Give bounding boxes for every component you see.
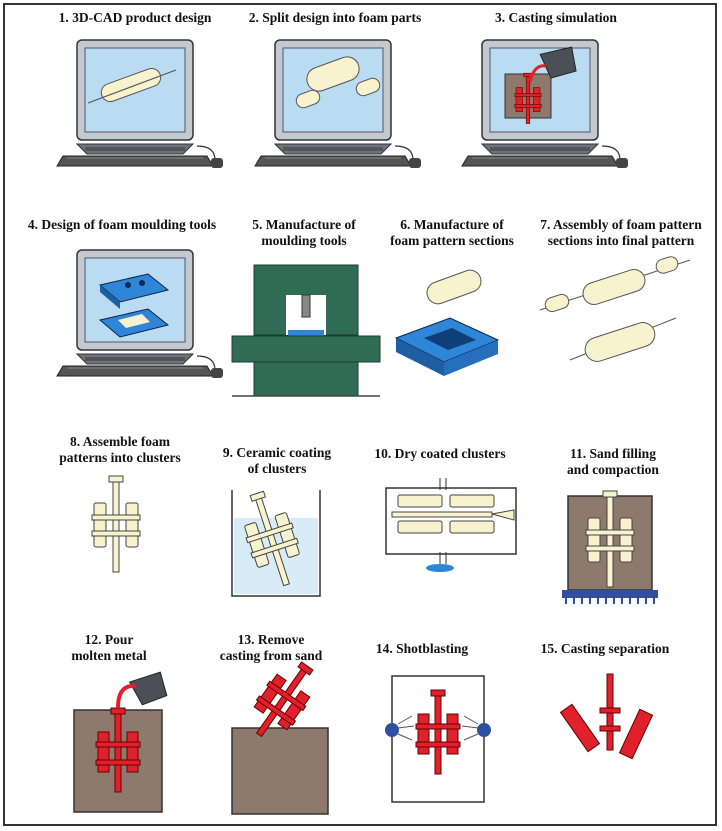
step-1-line-1: 1. 3D-CAD product design xyxy=(58,10,212,25)
step-2-label: 2. Split design into foam parts xyxy=(232,10,438,26)
step-9-line-1: 9. Ceramic coating xyxy=(222,445,332,460)
step-13-remove xyxy=(231,652,329,815)
step-5-line-1: 5. Manufacture of xyxy=(252,217,356,232)
diagram-frame xyxy=(3,3,717,826)
step-3-line-1: 3. Casting simulation xyxy=(495,10,617,25)
step-7-line-1: 7. Assembly of foam pattern xyxy=(540,217,702,232)
step-12-line-2: molten metal xyxy=(71,648,147,663)
step-10-line-1: 10. Dry coated clusters xyxy=(374,446,506,461)
step-5-line-2: moulding tools xyxy=(261,233,347,248)
step-9-line-2: of clusters xyxy=(247,461,307,476)
step-8-foam-cluster xyxy=(91,475,141,573)
step-12-pour xyxy=(73,668,171,813)
step-10-label: 10. Dry coated clusters xyxy=(352,446,528,462)
step-14-shotblast xyxy=(385,675,491,803)
step-5-press xyxy=(231,264,381,397)
step-11-sand-box xyxy=(562,490,658,604)
step-15-separation xyxy=(559,673,654,760)
step-13-line-2: casting from sand xyxy=(219,648,323,663)
step-12-line-1: 12. Pour xyxy=(84,632,134,647)
step-14-line-1: 14. Shotblasting xyxy=(375,641,469,656)
step-6-foam-and-tool xyxy=(394,269,500,376)
step-15-label: 15. Casting separation xyxy=(520,641,690,657)
step-7-line-2: sections into final pattern xyxy=(547,233,695,248)
step-3-computer xyxy=(461,39,629,169)
step-9-ceramic-tank xyxy=(231,485,321,597)
step-6-line-2: foam pattern sections xyxy=(390,233,514,248)
step-7-assembly xyxy=(539,256,691,362)
step-14-label: 14. Shotblasting xyxy=(350,641,494,657)
step-6-line-1: 6. Manufacture of xyxy=(400,217,504,232)
step-2-computer xyxy=(254,39,422,169)
step-3-label: 3. Casting simulation xyxy=(468,10,644,26)
step-8-line-1: 8. Assemble foam xyxy=(69,434,171,449)
step-11-line-1: 11. Sand filling xyxy=(570,446,656,461)
step-15-line-1: 15. Casting separation xyxy=(540,641,670,656)
step-11-line-2: and compaction xyxy=(567,462,659,477)
step-1-computer xyxy=(56,39,224,169)
step-10-dryer xyxy=(385,478,517,572)
step-8-line-2: patterns into clusters xyxy=(59,450,181,465)
step-4-line-1: 4. Design of foam moulding tools xyxy=(27,217,217,232)
step-4-label: 4. Design of foam moulding tools xyxy=(8,217,236,233)
step-1-label: 1. 3D-CAD product design xyxy=(40,10,230,26)
step-2-line-1: 2. Split design into foam parts xyxy=(248,10,422,25)
step-13-line-1: 13. Remove xyxy=(237,632,305,647)
step-4-computer xyxy=(56,249,224,379)
